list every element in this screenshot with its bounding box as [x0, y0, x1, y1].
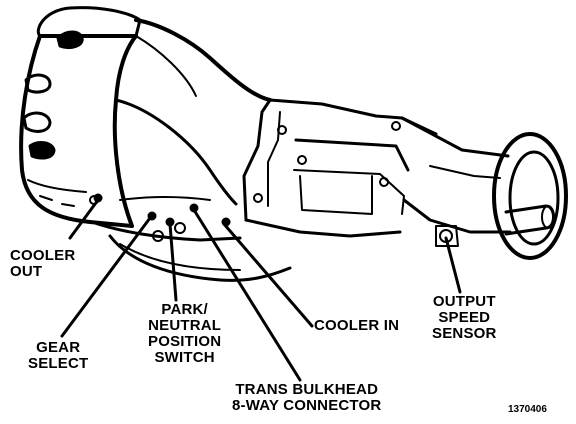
bell-boss-3	[22, 111, 52, 133]
label-cooler-out: COOLER OUT	[10, 247, 76, 280]
main-case-seam	[135, 35, 197, 97]
crossmember-face	[299, 175, 373, 215]
label-output-speed-sensor: OUTPUT SPEED SENSOR	[432, 293, 497, 342]
frame-bolt-2	[297, 155, 307, 165]
frame-bolt-5	[391, 121, 401, 131]
leader-gear-select	[60, 216, 152, 338]
output-flange-outer	[492, 132, 568, 260]
label-gear-select: GEAR SELECT	[28, 339, 89, 372]
sensor-base	[435, 225, 459, 247]
bracket-inner	[267, 111, 281, 207]
bell-boss-1	[56, 30, 84, 50]
leader-trans-bulkhead	[192, 208, 302, 382]
frame-bolt-4	[379, 177, 389, 187]
frame-bolt-3	[253, 193, 263, 203]
main-case-bottom	[90, 220, 242, 242]
extension-seam	[429, 165, 501, 179]
leader-output-speed	[444, 236, 462, 294]
frame-bolt-1	[277, 125, 287, 135]
bell-housing-outline	[19, 34, 138, 228]
main-case-top	[134, 18, 272, 102]
label-cooler-in: COOLER IN	[314, 317, 400, 334]
pan-outline	[108, 234, 292, 282]
leader-cooler-in	[222, 222, 314, 328]
bracket-rail	[244, 218, 402, 238]
pan-bolt-2	[174, 222, 186, 234]
bell-rib	[27, 179, 87, 193]
target-trans-bulkhead	[189, 203, 199, 213]
crossmember-mid	[293, 169, 405, 215]
main-case-flank	[114, 98, 238, 206]
bell-boss-4	[28, 141, 56, 160]
bell-housing-face	[37, 6, 142, 38]
leader-lines	[60, 198, 462, 382]
leader-cooler-out	[68, 198, 100, 240]
extension-top	[268, 98, 438, 136]
target-gear-select	[147, 211, 157, 221]
label-trans-bulkhead: TRANS BULKHEAD 8-WAY CONNECTOR	[232, 381, 382, 414]
target-park-neutral	[165, 217, 175, 227]
bell-boss-2	[24, 73, 52, 94]
target-cooler-out	[93, 193, 103, 203]
crossmember-top	[294, 138, 410, 172]
case-step	[119, 196, 211, 201]
bell-notch	[39, 195, 75, 207]
bracket-left	[242, 98, 272, 222]
output-shaft-end	[541, 205, 555, 229]
leader-park-neutral	[168, 222, 178, 302]
figure-id: 1370406	[508, 404, 547, 415]
label-park-neutral-switch: PARK/ NEUTRAL POSITION SWITCH	[148, 301, 222, 366]
target-cooler-in	[221, 217, 231, 227]
pan-bolt-1	[152, 230, 164, 242]
output-flange-inner	[508, 150, 560, 246]
